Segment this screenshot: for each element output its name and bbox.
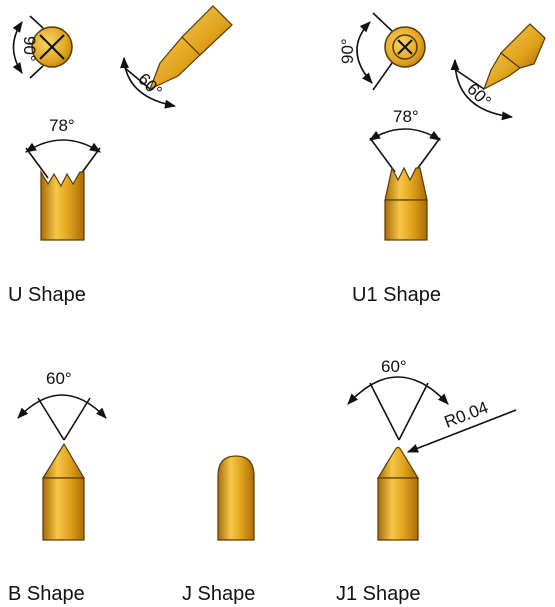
u1-shape-caption: U1 Shape: [352, 284, 441, 306]
j1-tip-ray-left: [369, 382, 400, 441]
u-side-angle-ray-top: [29, 15, 44, 29]
u-top-view-icon: [31, 26, 73, 68]
b-probe-body: [41, 442, 86, 541]
u1-crown-ray-left: [369, 137, 396, 173]
b-tip-angle-label: 60°: [46, 369, 72, 388]
j1-radius-leader: [406, 409, 517, 453]
u-shape-caption: U Shape: [8, 284, 86, 306]
u-crown-angle-arc: [25, 139, 101, 153]
j1-shape-group: 60° R0.04 J1 Shape: [336, 357, 517, 605]
j-shape-group: J Shape: [182, 455, 255, 605]
u-side-angle-ray-bottom: [29, 65, 44, 79]
u1-side-angle-ray-bottom: [372, 62, 393, 91]
u1-top-view-icon: [384, 26, 426, 68]
u-tilt-angle-arc: [120, 56, 177, 109]
u1-side-angle-arc: [356, 21, 373, 84]
j-shape-caption: J Shape: [182, 583, 255, 605]
u-side-angle-arc: [12, 21, 23, 74]
u-side-angle-label: 90°: [20, 36, 39, 62]
j1-tip-angle-arc: [347, 376, 449, 405]
u1-crown-ray-right: [414, 137, 441, 173]
j1-tip-ray-right: [398, 382, 429, 441]
u-shape-group: 90° 60° 78° U Shape: [8, 5, 233, 306]
j1-shape-caption: J1 Shape: [336, 583, 421, 605]
u-tilted-tip-icon: [148, 5, 233, 91]
u1-crown-angle-arc: [369, 128, 441, 141]
u1-probe-body: [384, 166, 428, 241]
u1-side-angle-label: 90°: [338, 38, 357, 64]
u-crown-ray-left: [25, 147, 49, 179]
u1-shape-group: 90° 60° 78° U1 Shape: [338, 12, 546, 306]
j1-probe-body: [376, 446, 420, 541]
u1-tilt-angle-ray: [455, 69, 485, 90]
u1-tilt-angle-arc: [450, 58, 514, 121]
b-tip-ray-left: [37, 397, 65, 441]
j1-tip-angle-label: 60°: [381, 357, 407, 376]
b-shape-group: 60° B Shape: [8, 369, 107, 605]
j-probe-body: [217, 455, 255, 541]
u1-side-angle-ray-top: [372, 12, 393, 32]
b-tip-angle-arc: [17, 394, 107, 419]
u1-tilted-tip-icon: [482, 23, 546, 91]
u1-crown-angle-label: 78°: [393, 107, 419, 126]
b-tip-ray-right: [63, 397, 91, 441]
u-crown-angle-label: 78°: [49, 116, 75, 135]
u-probe-body: [40, 169, 85, 241]
j1-radius-label: R0.04: [442, 398, 491, 432]
u-tilt-angle-ray: [124, 67, 151, 90]
b-shape-caption: B Shape: [8, 583, 85, 605]
